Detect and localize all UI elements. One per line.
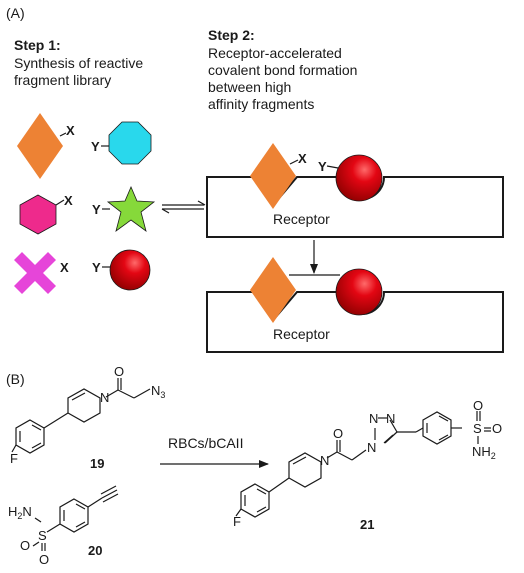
receptor-label-2: Receptor [273,326,330,342]
sphere-fragment-2 [335,154,383,202]
sphere-fragment-3 [335,268,383,316]
step1-line-1: Synthesis of reactive [14,55,143,71]
reaction-condition: RBCs/bCAII [168,435,243,451]
step1-title: Step 1: [14,37,61,53]
atom-o-19: O [114,364,124,379]
x-linker-2 [55,199,65,206]
step2-line-4: affinity fragments [208,96,314,112]
atom-s-20: S [38,528,47,543]
atom-o2-20: O [39,552,49,567]
atom-n-21: N [320,453,329,468]
x-label-4: X [298,151,307,166]
x-label-3: X [60,260,69,275]
compound-20-label: 20 [88,543,102,558]
diamond-fragment-3 [250,257,296,323]
equilibrium-arrows [161,200,206,214]
panel-a-label: (A) [6,5,25,21]
step2-line-2: covalent bond formation [208,62,357,78]
compound-20-structure [32,485,119,551]
y-linker-4 [326,165,339,169]
atom-nh2-21: NH2 [472,444,496,461]
atom-h2n-20: H2N [8,504,32,521]
atom-f-19: F [10,451,18,466]
compound-19-label: 19 [90,456,104,471]
triazole-n3: N [386,411,395,426]
azide-n: N3 [151,383,165,400]
atom-o1-21: O [473,398,483,413]
atom-n-19: N [100,390,109,405]
star-fragment [106,185,156,232]
compound-21-label: 21 [360,517,374,532]
sphere-fragment-1 [109,249,151,291]
atom-o-21: O [333,426,343,441]
x-linker-1 [59,132,67,137]
receptor-label-1: Receptor [273,211,330,227]
step2-title: Step 2: [208,27,255,43]
y-label-2: Y [92,202,101,217]
octagon-fragment [108,121,152,165]
y-label-3: Y [92,260,101,275]
x-label-1: X [66,123,75,138]
atom-f-21: F [233,514,241,529]
y-label-4: Y [318,159,327,174]
y-label-1: Y [91,139,100,154]
step1-line-2: fragment library [14,72,111,88]
cross-fragment [14,252,56,294]
step2-line-1: Receptor-accelerated [208,45,342,61]
atom-o1-20: O [20,538,30,553]
panel-b-label: (B) [6,371,25,387]
step2-line-3: between high [208,79,291,95]
diamond-fragment-2 [250,143,296,209]
compound-19-structure [11,378,151,454]
atom-o2-21: O [492,421,502,436]
compound-21-structure [235,411,491,518]
hexagon-fragment [19,194,57,235]
x-linker-4 [289,159,299,165]
triazole-n1: N [367,440,376,455]
x-label-2: X [64,193,73,208]
atom-s-21: S [473,421,482,436]
diamond-fragment-1 [17,113,63,179]
triazole-n2: N [369,411,378,426]
